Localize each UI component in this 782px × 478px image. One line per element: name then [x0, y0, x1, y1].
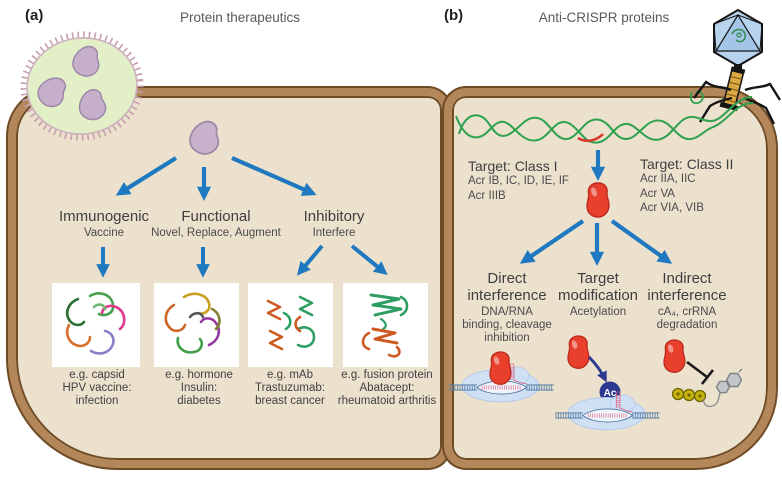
acr-on-cas-icon	[489, 351, 512, 385]
protospacer-red-segment	[577, 133, 604, 143]
protein-structure-capsid	[52, 283, 140, 367]
caption-line: HPV vaccine:	[62, 382, 132, 394]
phage-icon	[689, 9, 782, 125]
capsid-ribbon-icon	[65, 292, 126, 355]
mechanism-sub: inhibition	[484, 332, 530, 344]
arrow-root-to-immunogenic	[115, 156, 178, 196]
mechanism-name: Direct	[487, 270, 527, 287]
acetylation-arrow	[587, 355, 607, 383]
class-2-title: Target: Class II	[640, 156, 734, 172]
panel-a-example-arrows	[96, 244, 388, 278]
panel-a-branch-arrows	[115, 156, 317, 201]
branch-inhibitory-subtitle: Interfere	[312, 227, 356, 239]
mechanism-sub: Acetylation	[569, 306, 627, 318]
mechanism-name: modification	[557, 287, 639, 304]
caption-line: rheumatoid arthritis	[337, 395, 437, 407]
panel-b-mechanism-arrows	[519, 219, 673, 266]
panel-b-label: (b)	[444, 7, 464, 24]
acr-protein-icon	[586, 182, 610, 218]
arrow-root-to-inhibitory	[231, 156, 317, 196]
mechanism-name: interference	[647, 287, 727, 304]
branch-functional-subtitle: Novel, Replace, Augment	[151, 227, 281, 239]
arrow-acr-to-indirect	[610, 219, 673, 264]
protein-structure-mab	[248, 283, 333, 367]
mechanism-sub: binding, cleavage	[462, 319, 552, 331]
caption-line: breast cancer	[255, 395, 325, 407]
mechanism-direct-label: Direct interference DNA/RNA binding, cle…	[462, 270, 552, 345]
mechanism-indirect-label: Indirect interference cA₄, crRNA degrada…	[647, 270, 726, 332]
class-2-line: Acr VA	[640, 187, 675, 200]
ca4-molecule-icon	[671, 368, 743, 408]
antigen-presenting-cell-icon	[20, 31, 144, 141]
caption-line: e.g. capsid	[69, 369, 125, 381]
mechanism-sub: cA₄, crRNA	[657, 306, 717, 318]
example-caption-hormone: e.g. hormone Insulin: diabetes	[165, 369, 233, 408]
mechanism-sub: DNA/RNA	[481, 306, 533, 318]
mechanism-name: Indirect	[662, 270, 712, 287]
hormone-ribbon-icon	[164, 292, 221, 354]
protein-structure-hormone	[154, 283, 239, 367]
arrow-acr-to-direct	[519, 219, 585, 264]
indirect-interference-illustration	[663, 339, 743, 408]
mechanism-name: Target	[577, 270, 619, 287]
acr-acetyltransferase-icon	[567, 335, 590, 369]
target-class-2-label: Target: Class II Acr IIA, IIC Acr VA Acr…	[640, 157, 733, 216]
fusion-ribbon-icon	[361, 293, 409, 358]
branch-immunogenic-name: Immunogenic	[58, 208, 150, 225]
branch-functional-name: Functional	[181, 208, 251, 225]
example-caption-fusion: e.g. fusion protein Abatacept: rheumatoi…	[338, 369, 436, 408]
mechanism-sub: degradation	[656, 319, 718, 331]
acr-nuclease-icon	[663, 339, 686, 373]
caption-line: e.g. fusion protein	[341, 369, 433, 381]
caption-line: infection	[75, 395, 119, 407]
caption-line: Abatacept:	[359, 382, 415, 394]
class-2-line: Acr VIA, VIB	[640, 202, 704, 214]
class-1-line: Acr IB, IC, ID, IE, IF	[468, 175, 569, 187]
mechanism-name: interference	[467, 287, 547, 304]
direct-interference-illustration	[450, 351, 554, 402]
cell-a-membrane	[8, 88, 450, 468]
target-modification-illustration: Ac	[556, 335, 660, 430]
protein-structure-fusion	[343, 283, 428, 367]
panel-a-label: (a)	[25, 7, 44, 24]
class-1-title: Target: Class I	[468, 158, 558, 174]
inhibition-bar-icon	[686, 360, 715, 385]
example-caption-mab: e.g. mAb Trastuzumab: breast cancer	[255, 369, 325, 408]
arrow-inhibitory-to-mab	[296, 244, 324, 276]
cas-complex-icon	[556, 392, 660, 430]
caption-line: Insulin:	[180, 382, 218, 394]
panel-b-title: Anti-CRISPR proteins	[538, 10, 670, 25]
class-1-line: Acr IIIB	[468, 189, 506, 202]
caption-line: diabetes	[177, 395, 221, 407]
mab-ribbon-icon	[266, 295, 316, 351]
caption-line: Trastuzumab:	[255, 382, 325, 394]
class-2-line: Acr IIA, IIC	[640, 173, 696, 185]
acetyl-badge-label: Ac	[604, 388, 617, 399]
example-caption-capsid: e.g. capsid HPV vaccine: infection	[62, 369, 131, 408]
arrow-inhibitory-to-fusion	[350, 244, 388, 276]
caption-line: e.g. mAb	[266, 369, 314, 381]
branch-inhibitory-name: Inhibitory	[303, 208, 365, 225]
target-class-1-label: Target: Class I Acr IB, IC, ID, IE, IF A…	[468, 159, 569, 203]
phage-dna-helix-icon	[455, 96, 754, 144]
caption-line: e.g. hormone	[165, 369, 233, 381]
branch-immunogenic-subtitle: Vaccine	[83, 227, 125, 239]
mechanism-modification-label: Target modification Acetylation	[558, 270, 638, 319]
panel-a-title: Protein therapeutics	[179, 10, 301, 25]
protein-blob-icon	[189, 120, 220, 155]
